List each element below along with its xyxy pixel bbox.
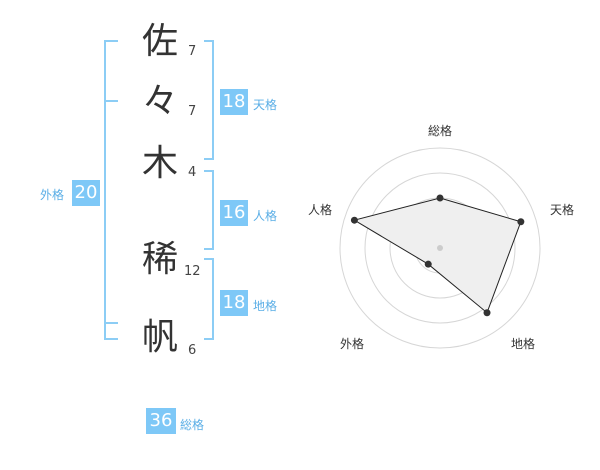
tenkaku-label: 天格: [253, 98, 278, 112]
stroke-count-5: 6: [188, 343, 197, 358]
radar-polygon: [353, 197, 522, 314]
radar-point-3: [424, 260, 432, 268]
gaikaku-bracket-mid: [104, 100, 118, 102]
chikaku-bracket-bottom: [204, 338, 214, 340]
jinkaku-bracket-top: [204, 170, 214, 172]
name-char-1: 佐: [141, 21, 178, 62]
soukaku-label: 総格: [180, 418, 205, 432]
chikaku-value: 18: [220, 290, 248, 316]
radar-axis-label-chikaku: 地格: [511, 337, 536, 351]
radar-point-4: [350, 216, 358, 224]
tenkaku-bracket-top: [204, 40, 214, 42]
radar-axis-label-gaikaku: 外格: [340, 337, 365, 351]
name-char-3: 木: [141, 143, 178, 184]
name-char-2: 々: [141, 81, 178, 122]
radar-point-1: [517, 218, 525, 226]
gaikaku-label: 外格: [40, 188, 65, 202]
gaikaku-bracket-vertical: [104, 40, 106, 340]
radar-axis-label-tenkaku: 天格: [550, 203, 575, 217]
tenkaku-bracket-bottom: [204, 158, 214, 160]
tenkaku-value: 18: [220, 89, 248, 115]
stroke-count-1: 7: [188, 44, 197, 59]
radar-points: [350, 194, 525, 317]
radar-ring-4: [339, 147, 541, 349]
gaikaku-bracket-lower: [104, 322, 118, 324]
gaikaku-bracket-bottom: [104, 338, 118, 340]
stroke-count-2: 7: [188, 104, 197, 119]
radar-point-0: [436, 194, 444, 202]
radar-center-dot: [437, 245, 443, 251]
jinkaku-label: 人格: [253, 209, 278, 223]
radar-point-2: [483, 309, 491, 317]
radar-ring-3: [364, 172, 516, 324]
stroke-count-3: 4: [188, 165, 197, 180]
radar-axis-label-soukaku: 総格: [428, 124, 453, 138]
jinkaku-bracket-vertical: [212, 170, 214, 250]
name-char-4: 稀: [141, 239, 178, 280]
chikaku-bracket-top: [204, 258, 214, 260]
gaikaku-bracket-top: [104, 40, 118, 42]
chikaku-bracket-vertical: [212, 258, 214, 340]
radar-poly-layer: [353, 197, 522, 314]
soukaku-value: 36: [146, 408, 176, 434]
chikaku-label: 地格: [253, 299, 278, 313]
name-char-5: 帆: [141, 317, 178, 358]
jinkaku-bracket-bottom: [204, 248, 214, 250]
jinkaku-value: 16: [220, 200, 248, 226]
stroke-count-4: 12: [184, 264, 201, 279]
tenkaku-bracket-vertical: [212, 40, 214, 160]
radar-axis-label-jinkaku: 人格: [308, 203, 333, 217]
radar-chart: [339, 147, 541, 349]
gaikaku-value: 20: [72, 180, 100, 206]
